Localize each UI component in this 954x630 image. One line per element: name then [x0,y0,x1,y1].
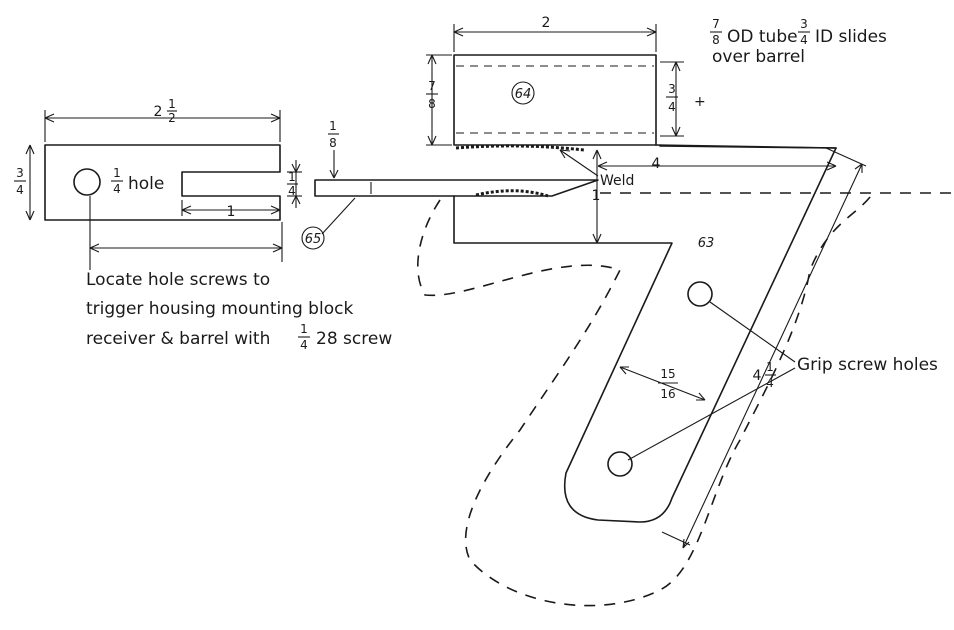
svg-text:4: 4 [668,100,676,114]
svg-text:Locate hole screws to: Locate hole screws to [86,270,270,290]
svg-text:ID slides: ID slides [815,27,887,47]
svg-text:7: 7 [712,17,720,31]
svg-text:1: 1 [300,322,308,336]
svg-text:4: 4 [753,368,762,384]
grip-outline [417,189,876,607]
weld-label: Weld [600,173,634,189]
part-65-bar [314,150,599,235]
dim-top-length: 4 [652,156,661,172]
svg-text:4: 4 [113,182,121,196]
svg-text:15: 15 [660,367,675,381]
svg-text:1: 1 [288,170,296,184]
locate-note: Locate hole screws to trigger housing mo… [86,270,392,352]
svg-text:8: 8 [329,136,337,150]
dim-tube-od: 7 8 [426,79,438,111]
tube-note: 7 8 OD tube 3 4 ID slides over barrel [710,17,887,67]
svg-text:OD tube: OD tube [727,27,798,47]
part-number-63: 63 [698,236,715,251]
svg-text:hole: hole [128,174,164,194]
quarter-hole [73,168,101,196]
dim-grip-width: 15 16 [658,367,678,401]
svg-text:4: 4 [800,33,808,47]
grip-hole-leaders [627,301,796,461]
part-65-plate [25,110,302,270]
grip-screw-holes-label: Grip screw holes [797,355,938,375]
part-63-frame [453,144,954,549]
grip-screw-hole-bottom [607,451,633,477]
dim-tube-id: 3 4 + [666,82,706,114]
svg-text:8: 8 [712,33,720,47]
dim-frame-drop: 1 [592,188,601,204]
part-bubble-65: 65 [301,226,325,250]
hole-note: 1 4 hole [111,166,164,196]
svg-text:4: 4 [300,338,308,352]
part-number-64: 64 [515,87,532,102]
svg-text:8: 8 [428,97,436,111]
dim-slot-width: 1 4 [287,170,298,198]
dim-slot-length: 1 [227,204,236,220]
svg-text:3: 3 [800,17,808,31]
svg-text:7: 7 [428,79,436,93]
part-bubble-64: 64 [511,81,535,105]
grip-screw-hole-top [687,281,713,307]
svg-text:2: 2 [168,111,176,125]
svg-text:4: 4 [288,184,296,198]
svg-text:1: 1 [329,119,337,133]
svg-text:trigger housing mounting block: trigger housing mounting block [86,299,353,319]
svg-text:3: 3 [16,166,24,180]
svg-text:16: 16 [660,387,675,401]
svg-text:receiver & barrel with: receiver & barrel with [86,329,270,349]
dim-bar-thickness: 1 8 [328,119,339,150]
svg-text:4: 4 [766,376,774,390]
dim-tube-length: 2 [542,15,551,31]
svg-text:1: 1 [766,360,774,374]
svg-text:+: + [694,94,706,110]
svg-text:1: 1 [113,166,121,180]
svg-text:1: 1 [168,97,176,111]
dim-grip-length: 4 1 4 [753,360,776,390]
svg-text:over barrel: over barrel [712,47,805,67]
part-64-tube [426,24,684,146]
weld-beads [455,144,599,198]
svg-text:28 screw: 28 screw [316,329,392,349]
svg-text:4: 4 [16,183,24,197]
part-number-65: 65 [305,232,322,247]
dim-plate-length: 2 1 2 [154,97,177,125]
dim-plate-height: 3 4 [14,166,26,197]
svg-text:3: 3 [668,82,676,96]
svg-text:2: 2 [154,104,163,120]
